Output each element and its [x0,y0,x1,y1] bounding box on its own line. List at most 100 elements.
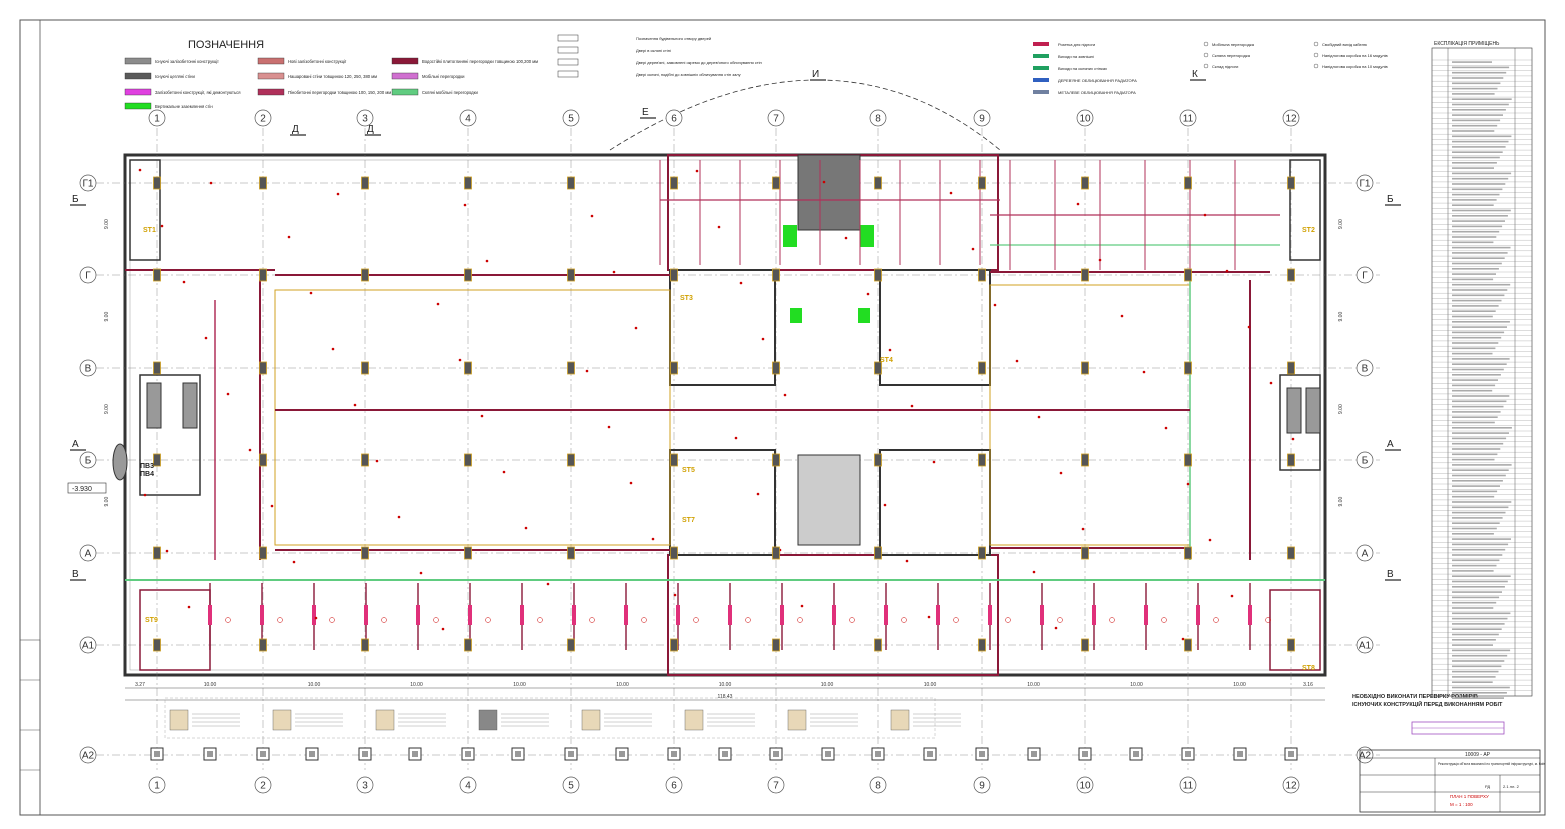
room-code: ST7 [682,517,695,524]
warning-note-2: ІСНУЮЧИХ КОНСТРУКЦІЙ ПЕРЕД ВИКОНАННЯМ РО… [1352,700,1503,708]
axis-column-label: 1 [154,781,160,792]
row-dimension-label: 9.00 [1338,497,1344,507]
row-dimension-label: 9.00 [1338,312,1344,322]
axis-row-label: Б [1362,456,1369,467]
axis-column-label: 5 [568,114,574,125]
axis-column-label: 12 [1285,781,1297,792]
axis-column-label: 2 [260,781,266,792]
axis-row-label: А [85,549,92,560]
axis-row-label: А1 [1359,641,1372,652]
section-mark: И [812,69,819,80]
level-mark: -3.930 [72,486,92,493]
dimension-label: 10.00 [616,682,629,688]
row-dimension-label: 9.00 [104,312,110,322]
axis-row-label: Г [1362,271,1368,282]
dimension-label: 10.00 [1027,682,1040,688]
total-dimension: 118.43 [718,694,733,700]
legend-swatch [391,57,419,65]
dimension-label: 10.00 [719,682,732,688]
explication-table [1431,47,1533,699]
legend-swatch [124,102,152,110]
row-dimension-label: 9.00 [1338,219,1344,229]
legend-electrical-label: МЕТАЛЕВЕ ОБЛИЦЮВАННЯ РАДІАТОРА [1058,90,1136,95]
axis-row-label: А1 [82,641,95,652]
title-sheet-name: ПЛАН 1 ПОВЕРХУ [1450,794,1489,799]
legend-electrical-label: Мобільна перегородка [1212,42,1255,47]
dimension-label: 10.00 [513,682,526,688]
legend-item-label: Водостійкі плитоглиняні перегородки товщ… [422,59,538,64]
axis-column-label: 12 [1285,114,1297,125]
axis-column-label: 6 [671,114,677,125]
section-mark: Д [292,124,299,135]
section-mark: Д [367,124,374,135]
axis-column-label: 10 [1079,114,1091,125]
room-code: ST3 [680,295,693,302]
legend-door-label: Двері скляні, подібні до зовнішніх облич… [636,72,741,77]
dimension-label: 10.00 [410,682,423,688]
axis-column-label: 11 [1183,781,1194,792]
room-code: ST1 [143,227,156,234]
axis-row-label: Г1 [83,179,94,190]
room-code: ST4 [880,357,893,364]
legend-electrical-label: Скляна перегородка [1212,53,1251,58]
axis-row-label: Г [85,271,91,282]
dimension-label: 10.00 [1233,682,1246,688]
legend-swatch [391,72,419,80]
legend-title: ПОЗНАЧЕННЯ [188,39,264,51]
axis-column-label: 2 [260,114,266,125]
axis-column-label: 7 [773,114,779,125]
axis-column-label: 4 [465,114,471,125]
legend-electrical-label: Виходи на скляних стінках [1058,66,1107,71]
legend-swatch [391,88,419,96]
axis-column-label: 8 [875,781,881,792]
explication-title: ЕКСПЛІКАЦІЯ ПРИМІЩЕНЬ [1434,41,1500,47]
axis-row-label: Б [85,456,92,467]
room-code: ST5 [682,467,695,474]
title-code: 10009 - АР [1465,752,1491,758]
dimension-label: 10.00 [1130,682,1143,688]
walls [112,154,1325,676]
axis-column-label: 3 [362,781,368,792]
edge-dimension-right: 3.16 [1303,682,1313,688]
section-mark: А [72,439,79,450]
structural-columns [150,176,1298,761]
section-mark: Б [1387,194,1394,205]
dimension-label: 10.00 [204,682,217,688]
legend-electrical-label: Напідлогова коробка на 10 модулів [1322,64,1388,69]
room-code: ST9 [145,617,158,624]
axis-column-label: 3 [362,114,368,125]
dimension-label: 10.00 [308,682,321,688]
legend-swatch [124,88,152,96]
axis-row-label: В [85,364,92,375]
axis-column-label: 6 [671,781,677,792]
legend-door-label: Позначення будівельного отвору дверей [636,36,711,41]
legend-electrical-label: Склад підлоги [1212,64,1238,69]
legend-swatch [257,72,285,80]
legend-item-label: Мобільні перегородки [422,74,465,79]
axis-row-label: А2 [1359,751,1372,762]
axis-column-label: 9 [979,781,985,792]
title-block: 10009 - АР Реконструкція об'єкта виконан… [1359,749,1545,813]
legend-doors: Позначення будівельного отвору дверейДве… [557,34,762,78]
warning-note-1: НЕОБХІДНО ВИКОНАТИ ПЕРЕВІРКУ РОЗМІРІВ [1352,694,1478,700]
legend-item-label: Нові залізобетонні конструкції [288,59,347,64]
row-dimension-label: 9.00 [1338,404,1344,414]
row-dimension-label: 9.00 [104,219,110,229]
legend-electrical-label: ДЕРЕВ'ЯНЕ ОБЛИЦЮВАННЯ РАДІАТОРА [1058,78,1137,83]
axis-row-label: А2 [82,751,95,762]
room-code: ST8 [1302,665,1315,672]
room-code: ПВ4 [140,471,154,478]
row-dimension-label: 9.00 [104,497,110,507]
section-mark: А [1387,439,1394,450]
legend-item-label: Існуючі цегляні стіни [155,74,195,79]
legend-swatch [124,57,152,65]
axis-column-label: 10 [1079,781,1091,792]
section-mark: В [1387,569,1394,580]
axis-row-label: Г1 [1360,179,1371,190]
axis-column-label: 11 [1183,114,1194,125]
section-mark: Е [642,107,649,118]
